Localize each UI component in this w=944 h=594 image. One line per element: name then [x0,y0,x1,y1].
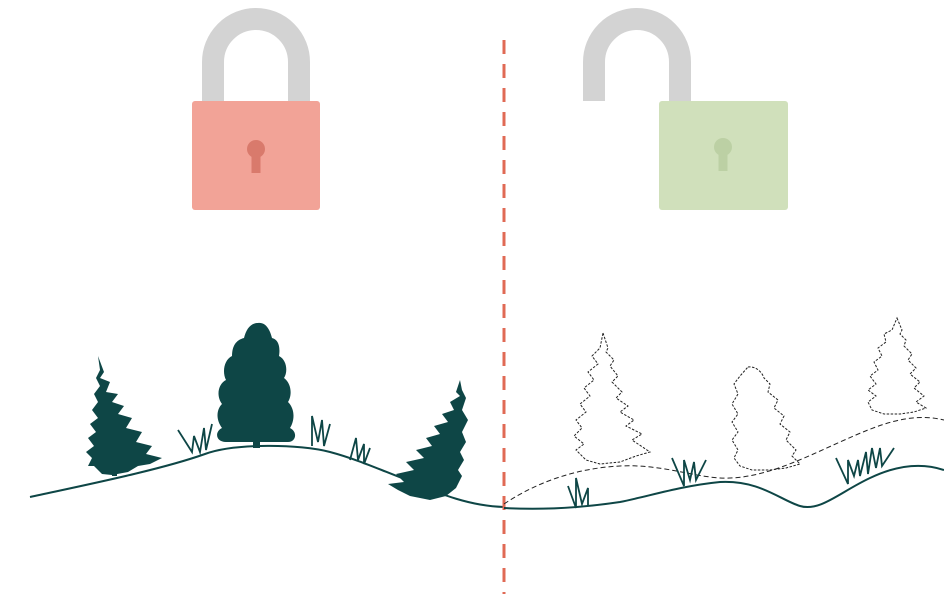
open-padlock-icon [594,19,788,210]
left-panel [30,19,504,507]
grass-tuft-icon [836,448,894,484]
lock-shackle [594,19,680,101]
grass-tuft-icon [672,458,706,486]
outline-tree-icon [574,333,650,464]
grass-tuft-icon [568,478,588,508]
outline-tree-icon [868,318,926,414]
closed-padlock-icon [192,19,320,210]
spruce-tree-icon [86,356,162,476]
hill-line [504,466,944,509]
outline-tree-icon [732,367,800,470]
outlined-landscape [504,318,944,509]
broad-tree-icon [217,323,295,448]
grass-tuft-icon [178,424,212,452]
spruce-tree-icon [388,380,468,500]
lock-shackle [213,19,299,101]
solid-landscape [30,323,504,507]
grass-tuft-icon [312,416,330,446]
right-panel [504,19,944,509]
